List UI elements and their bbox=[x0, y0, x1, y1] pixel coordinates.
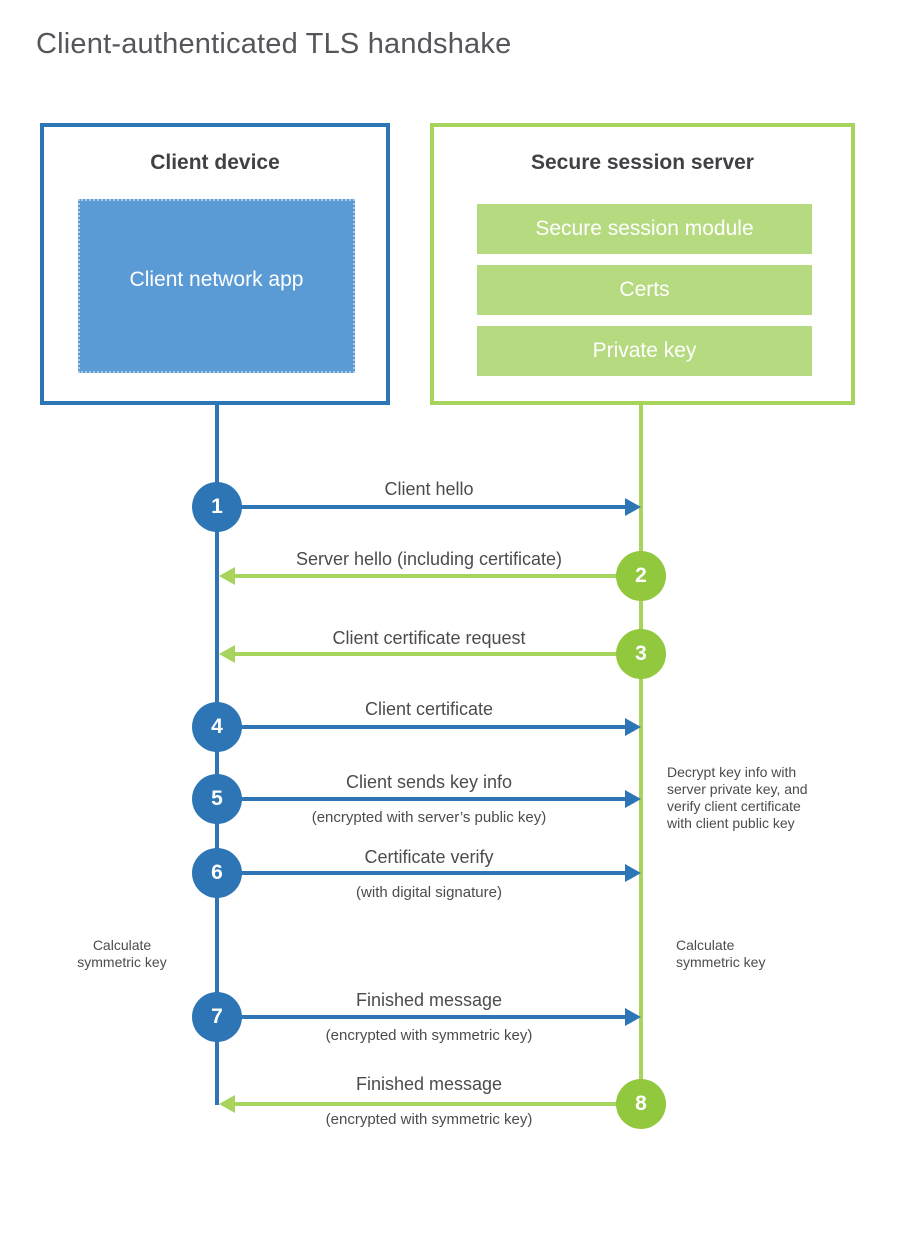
message-label-5: Client sends key info bbox=[345, 772, 513, 792]
step-badge-8: 8 bbox=[616, 1079, 666, 1129]
step-badge-3: 3 bbox=[616, 629, 666, 679]
message-arrow-7 bbox=[219, 1015, 625, 1019]
message-label-6: Certificate verify bbox=[364, 847, 494, 867]
message-label-2: Server hello (including certificate) bbox=[295, 549, 563, 569]
step-badge-2: 2 bbox=[616, 551, 666, 601]
secure-session-server-box: Secure session server Secure session mod… bbox=[430, 123, 855, 405]
message-label-3: Client certificate request bbox=[332, 628, 526, 648]
message-arrow-8 bbox=[235, 1102, 641, 1106]
step-badge-1: 1 bbox=[192, 482, 242, 532]
arrowhead-left-icon bbox=[219, 1095, 235, 1113]
arrowhead-right-icon bbox=[625, 498, 641, 516]
message-label-8: Finished message bbox=[355, 1074, 503, 1094]
arrowhead-right-icon bbox=[625, 864, 641, 882]
message-label-1: Client hello bbox=[384, 479, 474, 499]
step-badge-4: 4 bbox=[192, 702, 242, 752]
arrowhead-right-icon bbox=[625, 1008, 641, 1026]
step-badge-7: 7 bbox=[192, 992, 242, 1042]
calculate-symmetric-key-note-client: Calculate symmetric key bbox=[77, 937, 167, 970]
arrowhead-right-icon bbox=[625, 790, 641, 808]
message-arrow-5 bbox=[219, 797, 625, 801]
step-badge-6: 6 bbox=[192, 848, 242, 898]
message-arrow-1 bbox=[219, 505, 625, 509]
decrypt-key-note: Decrypt key info with server private key… bbox=[667, 764, 808, 831]
message-arrow-4 bbox=[219, 725, 625, 729]
message-arrow-6 bbox=[219, 871, 625, 875]
arrowhead-right-icon bbox=[625, 718, 641, 736]
client-network-app-label: Client network app bbox=[129, 267, 304, 291]
server-module-private-key: Private key bbox=[477, 326, 812, 376]
page-title: Client-authenticated TLS handshake bbox=[36, 28, 512, 60]
message-sublabel-6: (with digital signature) bbox=[356, 884, 502, 901]
message-label-7: Finished message bbox=[355, 990, 503, 1010]
arrowhead-left-icon bbox=[219, 645, 235, 663]
step-badge-5: 5 bbox=[192, 774, 242, 824]
message-arrow-3 bbox=[235, 652, 641, 656]
server-module-certs: Certs bbox=[477, 265, 812, 315]
message-sublabel-8: (encrypted with symmetric key) bbox=[325, 1111, 533, 1128]
message-arrow-2 bbox=[235, 574, 641, 578]
arrowhead-left-icon bbox=[219, 567, 235, 585]
message-label-4: Client certificate bbox=[364, 699, 494, 719]
message-sublabel-5: (encrypted with server’s public key) bbox=[311, 809, 547, 826]
server-lifeline bbox=[639, 405, 643, 1108]
client-device-title: Client device bbox=[150, 151, 280, 174]
server-module-secure-session-module: Secure session module bbox=[477, 204, 812, 254]
message-sublabel-7: (encrypted with symmetric key) bbox=[325, 1027, 533, 1044]
calculate-symmetric-key-note-server: Calculate symmetric key bbox=[676, 937, 766, 970]
client-network-app-box: Client network app bbox=[78, 199, 355, 373]
client-lifeline bbox=[215, 405, 219, 1105]
secure-session-server-title: Secure session server bbox=[531, 151, 754, 174]
